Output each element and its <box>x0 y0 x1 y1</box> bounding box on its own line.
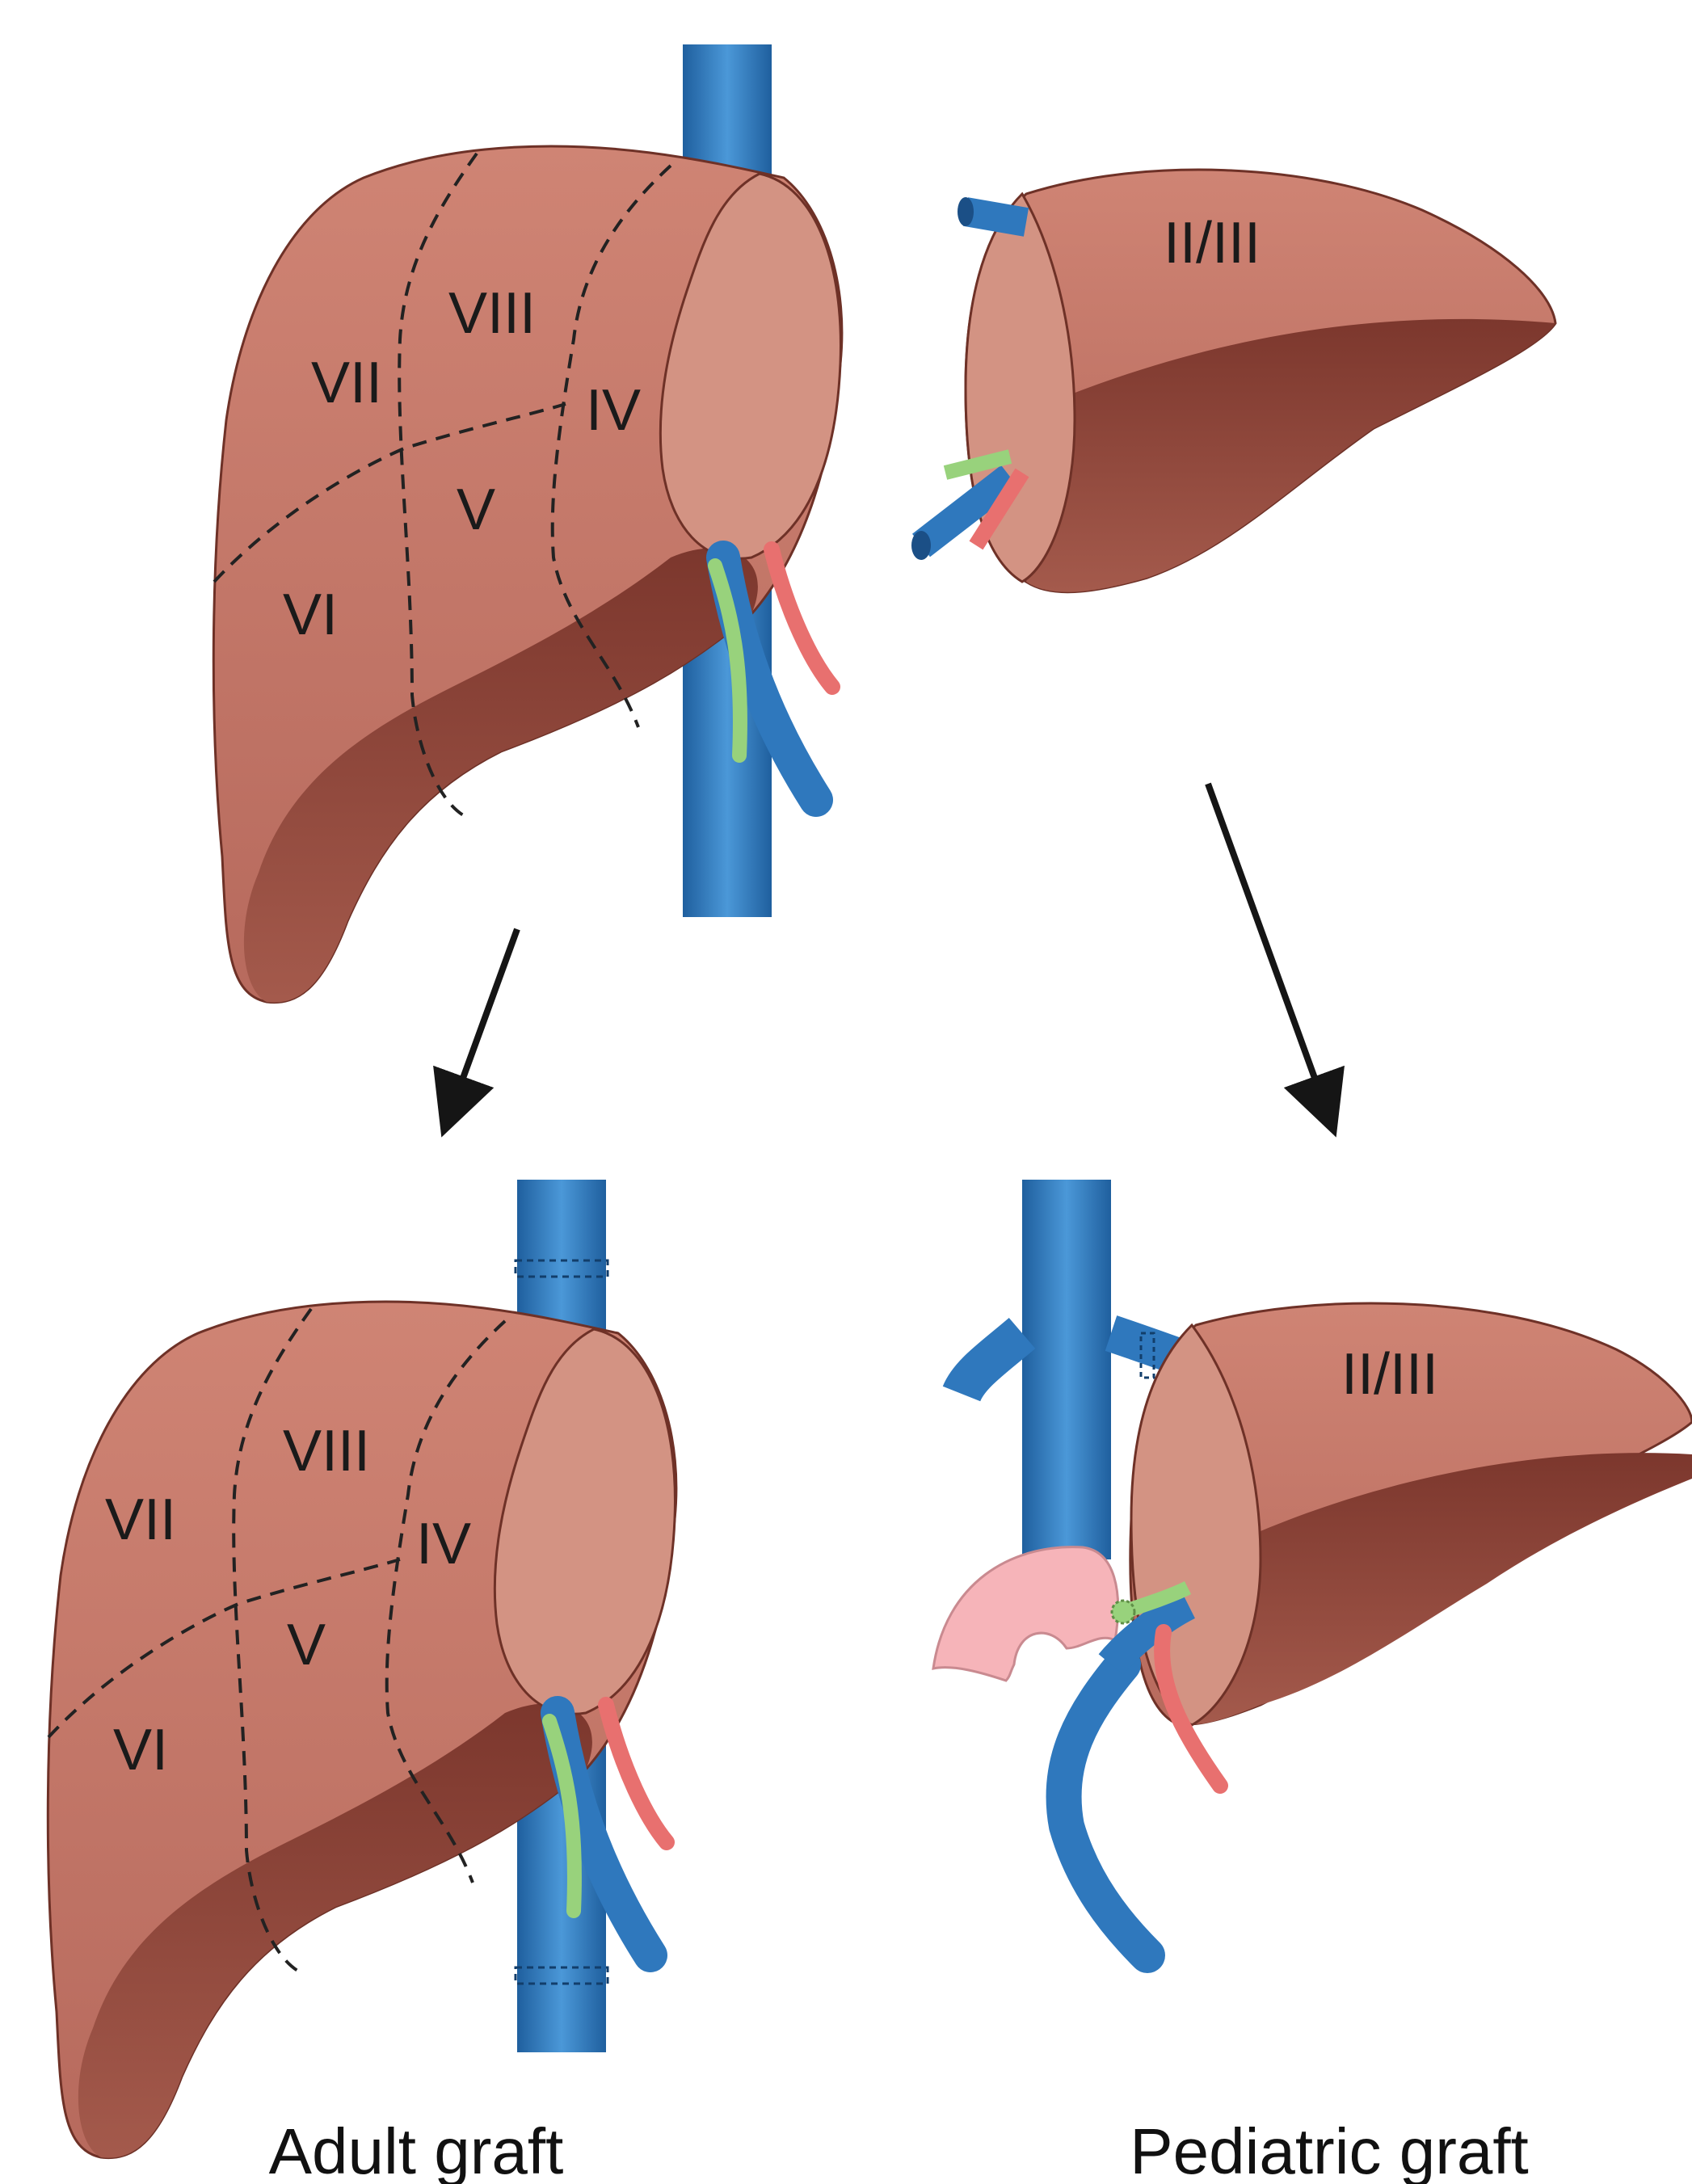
hepatic-artery <box>606 1705 667 1842</box>
hepatic-vein-stump <box>966 212 1026 222</box>
arrow-down-left-icon <box>452 929 517 1107</box>
hepatic-artery <box>772 549 832 687</box>
hepatic-vein-branch-left <box>962 1333 1022 1394</box>
portal-vein-opening <box>911 531 931 560</box>
segment-label: VII <box>105 1488 176 1552</box>
segment-label: IV <box>416 1512 471 1576</box>
adult-graft-caption: Adult graft <box>269 2115 564 2184</box>
segment-label: II/III <box>1164 211 1261 276</box>
recipient-vena-cava <box>1022 1180 1111 1559</box>
duodenum-roux-loop <box>933 1547 1118 1681</box>
pediatric-graft-caption: Pediatric graft <box>1130 2115 1529 2184</box>
recipient-portal-vein <box>1063 1664 1147 1955</box>
hepatic-vein-opening <box>958 197 974 226</box>
segment-label: VIII <box>283 1419 370 1483</box>
pediatric-graft: II/III Pediatric graft <box>933 1180 1692 2184</box>
donor-whole-liver: VII VIII IV V VI <box>213 44 842 1003</box>
adult-graft: VII VIII IV V VI Adult graft <box>48 1180 676 2184</box>
segment-label: VI <box>283 583 338 647</box>
segment-label: VIII <box>448 281 536 346</box>
donor-left-lateral-segment: II/III <box>911 170 1555 592</box>
segment-label: V <box>457 478 495 542</box>
segment-label: V <box>287 1613 326 1677</box>
bile-duct-anastomosis <box>1112 1601 1134 1623</box>
segment-label: IV <box>586 378 641 443</box>
segment-label: VII <box>311 351 382 415</box>
segment-label: VI <box>113 1718 168 1782</box>
arrow-down-right-icon <box>1208 784 1325 1107</box>
segment-label: II/III <box>1341 1342 1438 1407</box>
